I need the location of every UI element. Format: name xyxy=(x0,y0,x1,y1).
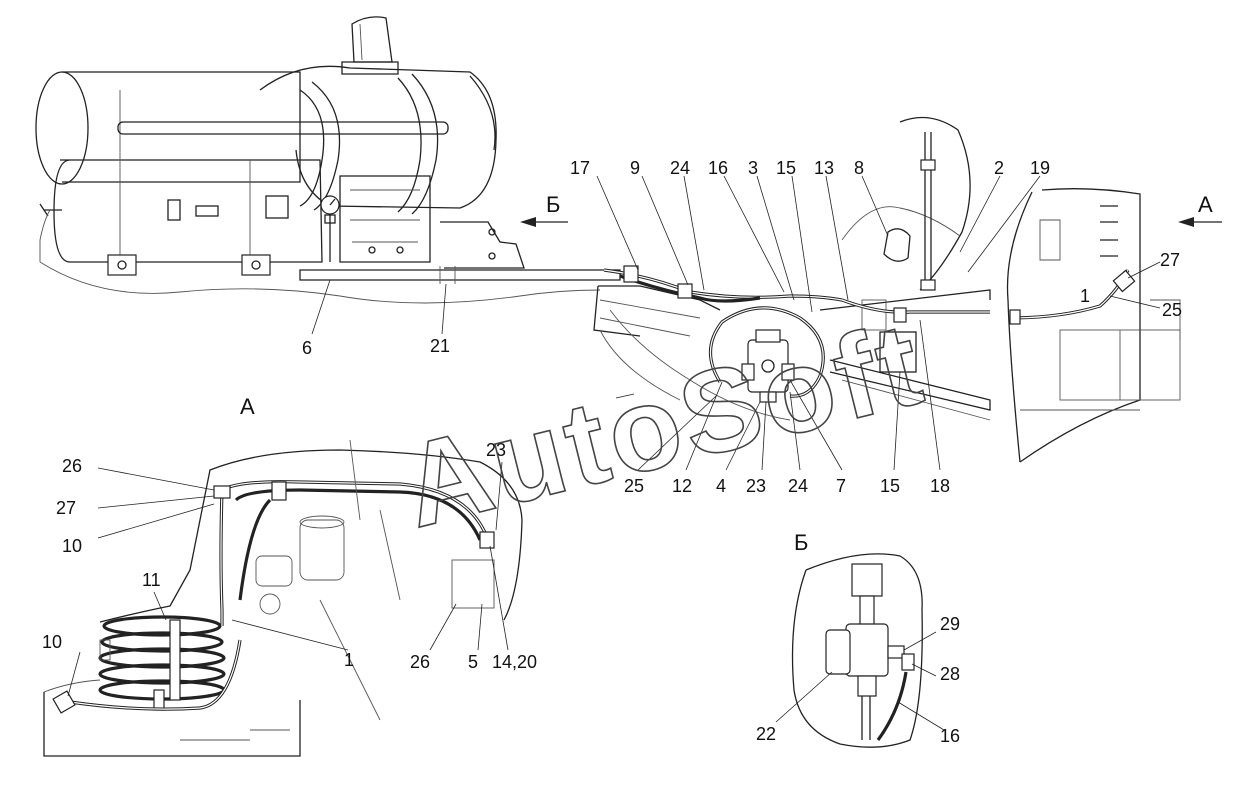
view-a-inset-right xyxy=(1006,188,1181,463)
callout-11: 11 xyxy=(142,570,161,590)
view-a-detail xyxy=(43,439,523,757)
callout-3: 3 xyxy=(748,158,758,178)
callout-12: 12 xyxy=(672,476,692,496)
callouts-main-left: 6 21 xyxy=(302,336,450,358)
leader-lines xyxy=(67,175,1161,731)
view-b-arrow-label: Б xyxy=(546,192,560,217)
callout-26: 26 xyxy=(62,456,82,476)
callout-23: 23 xyxy=(746,476,766,496)
coil-hose xyxy=(98,615,226,711)
air-receiver-assembly xyxy=(35,16,621,304)
callout-13: 13 xyxy=(814,158,834,178)
callout-4: 4 xyxy=(716,476,726,496)
callout-29: 29 xyxy=(940,614,960,634)
callout-1b: 1 xyxy=(344,650,354,670)
watermark: AutoSoft xyxy=(391,297,937,553)
callout-7: 7 xyxy=(836,476,846,496)
callouts-main-bottom: 25 12 4 23 24 7 15 18 xyxy=(624,476,950,496)
callout-19: 19 xyxy=(1030,158,1050,178)
callout-9: 9 xyxy=(630,158,640,178)
callout-27b: 27 xyxy=(56,498,76,518)
callouts-view-a-detail: 26 27 10 23 11 10 1 26 5 14,20 xyxy=(42,440,537,672)
valve-frame-assembly xyxy=(593,116,991,421)
callout-15: 15 xyxy=(776,158,796,178)
view-a-arrow xyxy=(1178,217,1222,227)
callout-14-20: 14,20 xyxy=(492,652,537,672)
callouts-view-a-right: 27 1 25 xyxy=(1080,250,1182,320)
callout-16b: 16 xyxy=(940,726,960,746)
view-b-section-label: Б xyxy=(794,530,808,555)
callouts-top: 17 9 24 16 3 15 13 8 2 19 xyxy=(570,158,1050,178)
callouts-view-b-detail: 29 28 22 16 xyxy=(756,614,960,746)
callout-26b: 26 xyxy=(410,652,430,672)
callout-10b: 10 xyxy=(42,632,62,652)
callout-17: 17 xyxy=(570,158,590,178)
callout-10: 10 xyxy=(62,536,82,556)
view-b-arrow xyxy=(520,217,568,227)
callout-5: 5 xyxy=(468,652,478,672)
callout-6: 6 xyxy=(302,338,312,358)
callout-28: 28 xyxy=(940,664,960,684)
callout-27: 27 xyxy=(1160,250,1180,270)
callout-25b: 25 xyxy=(1162,300,1182,320)
callout-21: 21 xyxy=(430,336,450,356)
callout-25: 25 xyxy=(624,476,644,496)
view-b-detail xyxy=(791,553,923,748)
callout-1: 1 xyxy=(1080,286,1090,306)
callout-2: 2 xyxy=(994,158,1004,178)
callout-16: 16 xyxy=(708,158,728,178)
callout-15b: 15 xyxy=(880,476,900,496)
callout-23b: 23 xyxy=(486,440,506,460)
view-a-arrow-label: А xyxy=(1198,192,1213,217)
view-a-section-label: А xyxy=(240,394,255,419)
callout-24: 24 xyxy=(670,158,690,178)
callout-8: 8 xyxy=(854,158,864,178)
callout-22: 22 xyxy=(756,724,776,744)
callout-24b: 24 xyxy=(788,476,808,496)
callout-18: 18 xyxy=(930,476,950,496)
